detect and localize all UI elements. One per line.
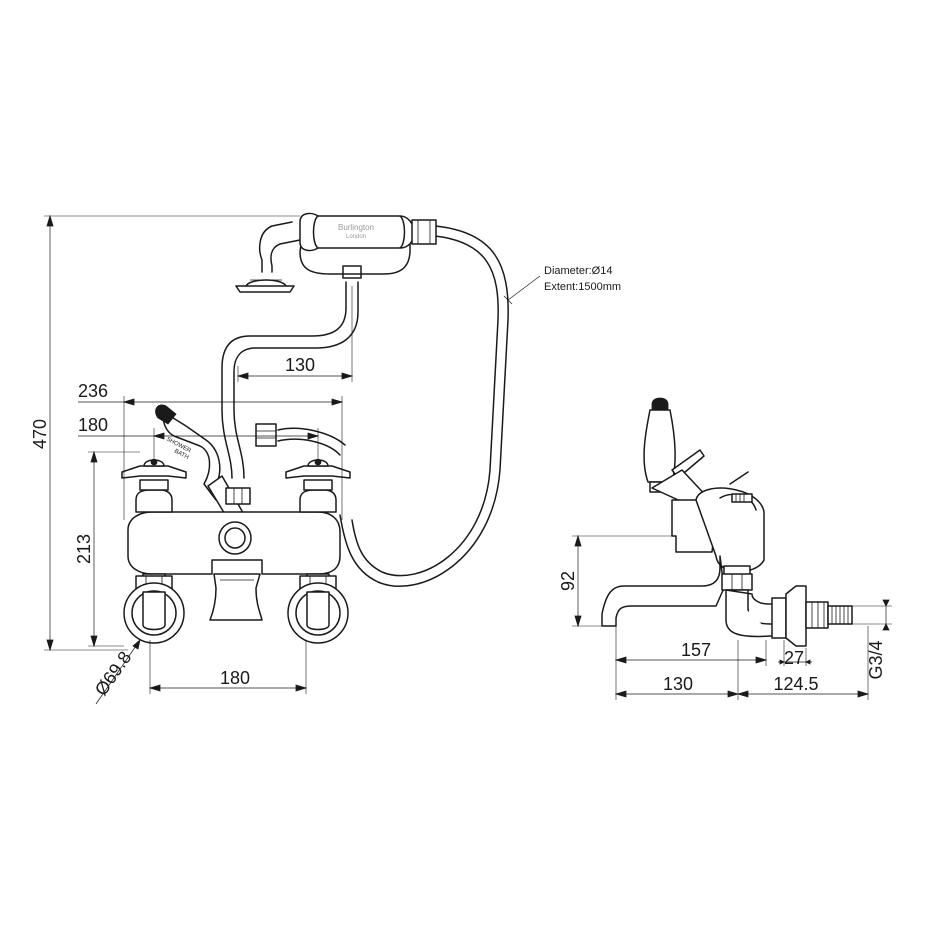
shower-hose [277, 225, 509, 587]
hose-connector [255, 423, 277, 447]
dim-reach-157: 157 [681, 640, 711, 660]
dim-depth-124-5: 124.5 [773, 674, 818, 694]
dim-flange-diameter: Ø69.8 [91, 648, 136, 700]
cradle-riser [221, 265, 362, 479]
dim-centres-180-bottom: 180 [220, 668, 250, 688]
right-cross-handle [285, 465, 351, 479]
dim-width-236: 236 [78, 381, 108, 401]
left-tap [121, 458, 187, 513]
right-tap [285, 458, 351, 513]
side-spout [601, 555, 725, 627]
shower-rose [235, 285, 295, 293]
side-wall-nut [805, 601, 829, 629]
side-diverter-cap [731, 493, 753, 503]
diverter-outlet [218, 521, 252, 555]
side-dimensions: 92 157 27 130 124.5 [558, 534, 892, 700]
diverter-nut [225, 487, 251, 505]
front-view: Burlington London SHOWER BATH [30, 212, 621, 705]
side-view: 92 157 27 130 124.5 [558, 397, 892, 700]
hose-extent-label: Extent:1500mm [544, 281, 621, 293]
side-leg [721, 565, 853, 647]
dim-centres-180-top: 180 [78, 415, 108, 435]
left-leg [123, 573, 185, 644]
dim-spout-height-92: 92 [558, 571, 578, 591]
dim-thread-g34: G3/4 [866, 640, 886, 679]
dim-offset-130: 130 [285, 355, 315, 375]
handset: Burlington London [235, 212, 437, 293]
dim-height-213: 213 [74, 534, 94, 564]
side-leg-nut [721, 573, 753, 591]
hose-diameter-label: Diameter:Ø14 [544, 265, 612, 277]
cradle-coupling [342, 265, 362, 279]
handset-sub-brand: London [346, 234, 366, 240]
bath-spout-front [209, 573, 263, 621]
dim-reach-130: 130 [663, 674, 693, 694]
diverter-housing [225, 487, 251, 505]
handset-brand: Burlington [338, 223, 374, 232]
side-wall-flange [785, 585, 807, 647]
right-leg [287, 573, 349, 644]
dim-nut-27: 27 [784, 648, 804, 668]
left-cross-handle [121, 465, 187, 479]
dim-height-470: 470 [30, 419, 50, 449]
